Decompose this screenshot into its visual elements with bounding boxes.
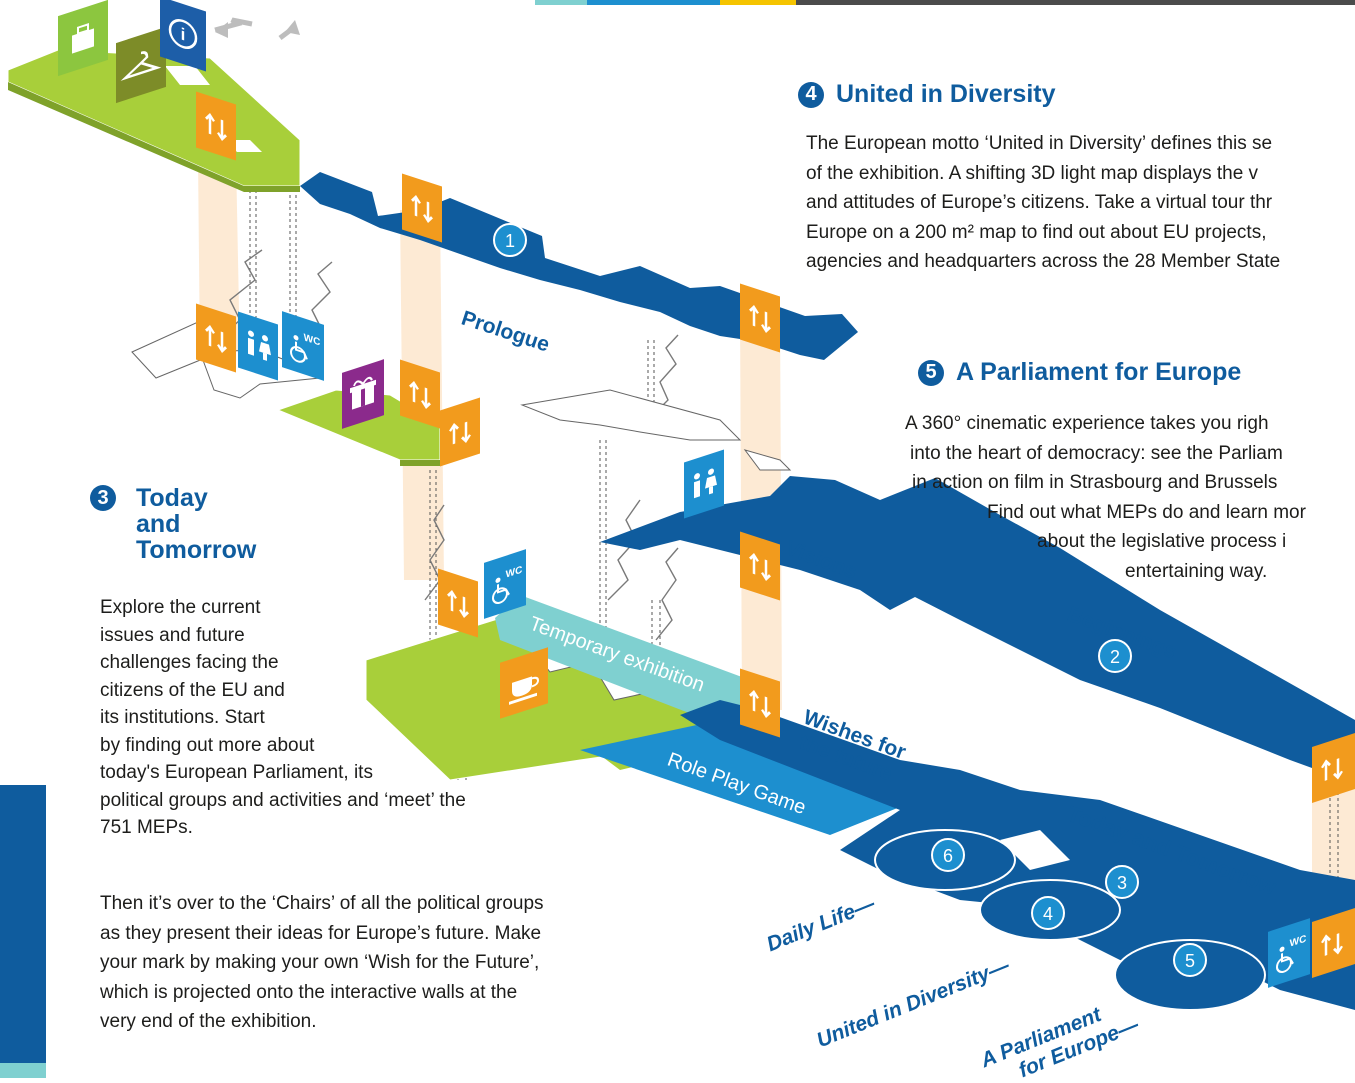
wc-label: WC — [304, 332, 321, 348]
top-stripe-teal — [535, 0, 587, 5]
text-parliament-for-europe: A 360° cinematic experience takes you ri… — [905, 413, 1306, 582]
side-bar — [0, 785, 46, 1063]
heading-parliament-for-europe: 5 A Parliament for Europe — [918, 358, 1241, 387]
svg-text:1: 1 — [505, 231, 515, 251]
info-icon: i — [160, 0, 206, 72]
cloakroom-icon — [116, 26, 166, 104]
marker-3: 3 — [1105, 865, 1139, 899]
elevator-icon — [196, 303, 236, 373]
marker-6: 6 — [931, 838, 965, 872]
svg-text:4: 4 — [1043, 904, 1053, 924]
top-stripe-blue — [587, 0, 720, 5]
marker-2: 2 — [1098, 639, 1132, 673]
accessible-wc-icon: WC — [282, 311, 324, 381]
marker-1: 1 — [493, 223, 527, 257]
text-united-in-diversity: The European motto ‘United in Diversity’… — [806, 133, 1281, 272]
elevator-icon — [196, 91, 236, 161]
info-icon-text: i — [181, 24, 186, 45]
elevator-icon — [740, 283, 780, 353]
elevator-icon — [740, 668, 780, 738]
section-title-line: Tomorrow — [136, 536, 257, 564]
section-title-line: Today — [136, 484, 208, 512]
path-visions — [600, 476, 1355, 770]
accessible-wc-icon: WC — [484, 549, 526, 619]
accessible-wc-icon: WC — [1268, 918, 1310, 988]
text-today-and-tomorrow-p2: Then it’s over to the ‘Chairs’ of all th… — [100, 893, 544, 1032]
side-bar-accent — [0, 1063, 46, 1078]
section-number: 5 — [918, 359, 944, 386]
zone-temporary-exhibition — [495, 595, 752, 725]
svg-text:3: 3 — [1117, 873, 1127, 893]
elevator-icon — [402, 173, 442, 243]
elevator-icon — [1312, 733, 1355, 803]
elevator-icon — [440, 397, 480, 467]
direction-arrows-icon — [210, 10, 300, 50]
toilets-icon — [238, 311, 278, 381]
top-stripe-yellow — [720, 0, 796, 5]
top-stripe-dark — [796, 0, 1355, 5]
elevator-icon — [1312, 908, 1355, 978]
text-today-and-tomorrow-p1: Explore the current issues and future ch… — [100, 597, 466, 838]
svg-text:6: 6 — [943, 846, 953, 866]
section-number: 4 — [798, 81, 824, 108]
elevator-icon — [400, 359, 440, 429]
section-number: 3 — [90, 485, 116, 511]
gift-shop-icon — [342, 359, 384, 429]
heading-united-in-diversity: 4 United in Diversity — [798, 80, 1056, 109]
zone-role-play-game — [580, 720, 905, 835]
svg-text:5: 5 — [1185, 951, 1195, 971]
section-title: United in Diversity — [836, 80, 1056, 108]
elevator-shaft — [1312, 770, 1355, 905]
section-title: A Parliament for Europe — [956, 358, 1242, 386]
marker-5: 5 — [1173, 943, 1207, 977]
svg-text:2: 2 — [1110, 647, 1120, 667]
cafe-icon — [500, 647, 548, 719]
toilets-icon — [684, 449, 724, 519]
elevator-icon — [740, 531, 780, 601]
section-title-line: and — [136, 510, 181, 538]
luggage-icon — [58, 0, 108, 77]
marker-4: 4 — [1031, 896, 1065, 930]
elevator-icon — [438, 568, 478, 638]
